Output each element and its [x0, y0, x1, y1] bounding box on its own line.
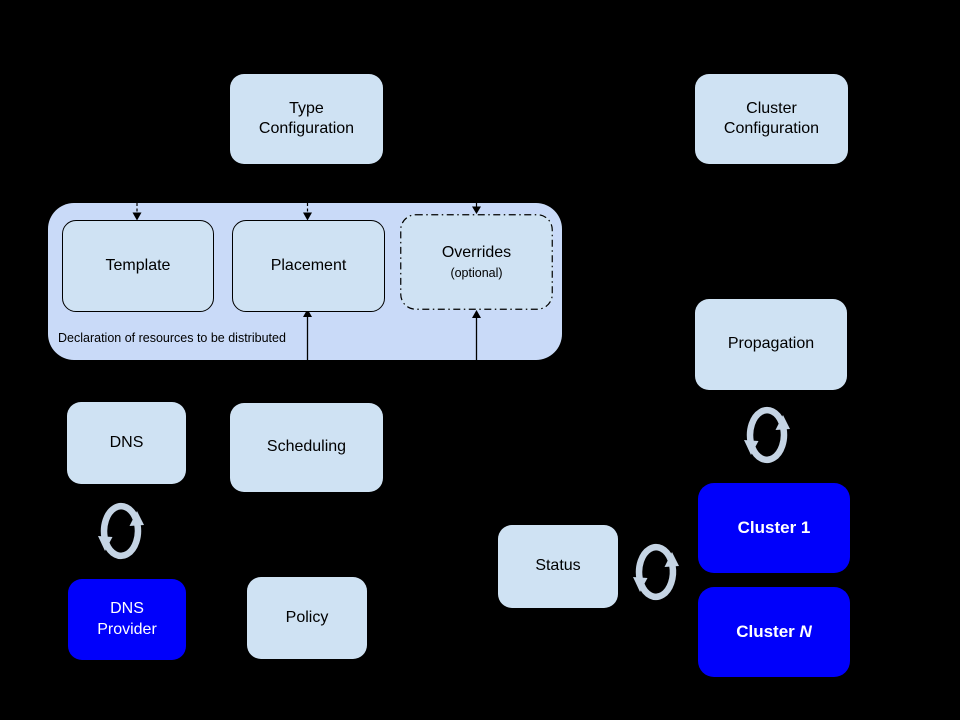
- dns-provider-label: DNS Provider: [97, 600, 157, 638]
- policy-label: Policy: [285, 608, 329, 626]
- placement-bottom-arrow: [303, 309, 312, 360]
- overrides-box: Overrides (optional): [400, 214, 553, 310]
- cluster-n-label: Cluster N: [736, 621, 812, 643]
- propagation-label: Propagation: [727, 335, 815, 353]
- sync-icon: [98, 502, 144, 560]
- overrides-label: Overrides: [441, 244, 512, 262]
- dns-box: DNS: [67, 402, 186, 484]
- placement-top-arrow: [303, 203, 312, 221]
- policy-box: Policy: [247, 577, 367, 659]
- cluster-n-label-prefix: Cluster: [736, 622, 800, 642]
- type-configuration-label: Type Configuration: [258, 99, 355, 137]
- propagation-box: Propagation: [695, 299, 847, 390]
- scheduling-label: Scheduling: [266, 438, 347, 456]
- placement-box: Placement: [232, 220, 385, 312]
- placement-label: Placement: [270, 256, 347, 274]
- template-label: Template: [105, 256, 171, 274]
- status-box: Status: [498, 525, 618, 608]
- cluster-1-box: Cluster 1: [698, 483, 850, 573]
- resource-container-caption: Declaration of resources to be distribut…: [58, 331, 286, 345]
- overrides-top-arrow: [472, 203, 481, 214]
- cluster-n-box: Cluster N: [698, 587, 850, 677]
- overrides-sublabel: (optional): [450, 265, 503, 280]
- dns-label: DNS: [109, 433, 144, 451]
- dns-provider-box: DNS Provider: [68, 579, 186, 660]
- connector-arrows: [132, 203, 481, 360]
- status-label: Status: [535, 557, 581, 575]
- template-top-arrow: [132, 203, 142, 221]
- cluster-n-label-italic-n: N: [799, 622, 812, 642]
- sync-icon: [633, 543, 679, 601]
- cluster-configuration-box: Cluster Configuration: [695, 74, 848, 164]
- cluster-1-label: Cluster 1: [737, 518, 811, 538]
- scheduling-box: Scheduling: [230, 403, 383, 492]
- type-configuration-box: Type Configuration: [230, 74, 383, 164]
- cluster-configuration-label: Cluster Configuration: [723, 99, 820, 137]
- resource-declaration-container: Template Placement Overrides (optional) …: [48, 203, 562, 360]
- template-box: Template: [62, 220, 214, 312]
- sync-icon: [744, 406, 790, 464]
- overrides-bottom-arrow: [472, 310, 481, 360]
